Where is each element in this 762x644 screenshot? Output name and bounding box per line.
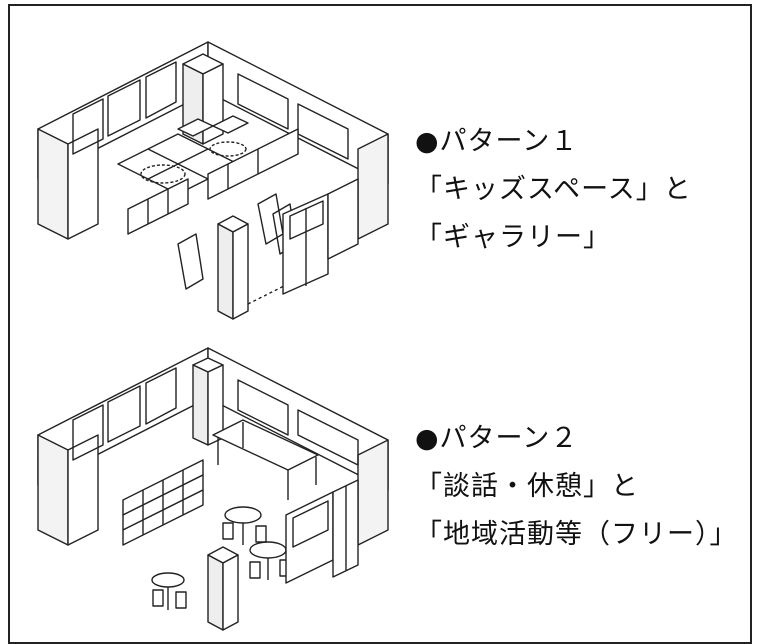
pattern-1-heading: ●パターン１ (415, 126, 579, 157)
pattern-2-line2: 「地域活動等（フリー）」 (415, 519, 738, 550)
pattern-2-caption: ●パターン２ 「談話・休憩」と 「地域活動等（フリー）」 (415, 415, 738, 559)
pattern-1-line1: 「キッズスペース」と (415, 174, 692, 205)
pattern-2-illustration (28, 340, 410, 633)
pattern-1-line2: 「ギャラリー」 (415, 222, 611, 253)
pattern-2-heading: ●パターン２ (415, 423, 579, 454)
pattern-1-caption: ●パターン１ 「キッズスペース」と 「ギャラリー」 (415, 118, 692, 262)
pattern-2-line1: 「談話・休憩」と (415, 471, 639, 502)
pattern-1-illustration (28, 34, 410, 324)
